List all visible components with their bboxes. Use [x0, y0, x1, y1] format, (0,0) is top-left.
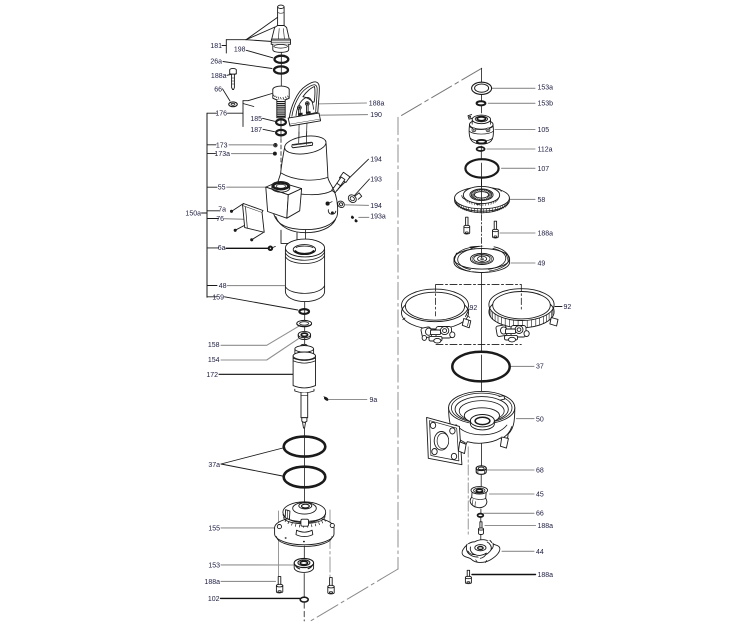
svg-text:198: 198: [234, 47, 246, 54]
svg-text:48: 48: [219, 283, 227, 290]
svg-text:66: 66: [536, 511, 544, 518]
svg-text:159: 159: [212, 294, 224, 301]
svg-text:185: 185: [250, 116, 262, 123]
svg-text:193: 193: [370, 177, 382, 184]
svg-text:45: 45: [536, 492, 544, 499]
svg-text:188a: 188a: [538, 231, 554, 238]
svg-text:188a: 188a: [204, 579, 220, 586]
svg-text:66: 66: [214, 86, 222, 93]
svg-text:155: 155: [208, 526, 220, 533]
svg-text:154: 154: [208, 357, 220, 364]
svg-text:194: 194: [370, 203, 382, 210]
svg-text:76: 76: [216, 216, 224, 223]
svg-text:153a: 153a: [538, 85, 554, 92]
svg-text:150a: 150a: [185, 210, 201, 217]
svg-text:181: 181: [210, 43, 222, 50]
svg-text:188a: 188a: [538, 572, 554, 579]
svg-text:44: 44: [536, 549, 544, 556]
svg-text:92: 92: [470, 305, 478, 312]
svg-text:9a: 9a: [370, 397, 378, 404]
svg-text:153b: 153b: [538, 100, 554, 107]
svg-text:190: 190: [370, 112, 382, 119]
svg-text:7a: 7a: [218, 207, 226, 214]
svg-text:188a: 188a: [538, 523, 554, 530]
svg-text:105: 105: [538, 127, 550, 134]
svg-text:153: 153: [208, 562, 220, 569]
svg-text:58: 58: [538, 197, 546, 204]
svg-text:158: 158: [208, 342, 220, 349]
svg-text:187: 187: [250, 127, 262, 134]
svg-text:37a: 37a: [208, 462, 220, 469]
svg-text:37: 37: [536, 364, 544, 371]
svg-text:26a: 26a: [210, 59, 222, 66]
svg-text:68: 68: [536, 468, 544, 475]
svg-text:172: 172: [206, 372, 218, 379]
svg-text:92: 92: [564, 304, 572, 311]
svg-text:49: 49: [538, 261, 546, 268]
svg-text:50: 50: [536, 416, 544, 423]
svg-text:193a: 193a: [370, 214, 386, 221]
svg-text:188a: 188a: [369, 101, 385, 108]
svg-text:55: 55: [218, 185, 226, 192]
svg-text:112a: 112a: [538, 146, 553, 153]
svg-text:173a: 173a: [214, 151, 230, 158]
svg-text:6a: 6a: [218, 245, 226, 252]
svg-text:107: 107: [538, 166, 550, 173]
svg-text:102: 102: [208, 596, 220, 603]
svg-text:194: 194: [370, 156, 382, 163]
svg-text:176: 176: [215, 111, 227, 118]
svg-text:188a: 188a: [211, 73, 227, 80]
svg-text:173: 173: [216, 142, 228, 149]
